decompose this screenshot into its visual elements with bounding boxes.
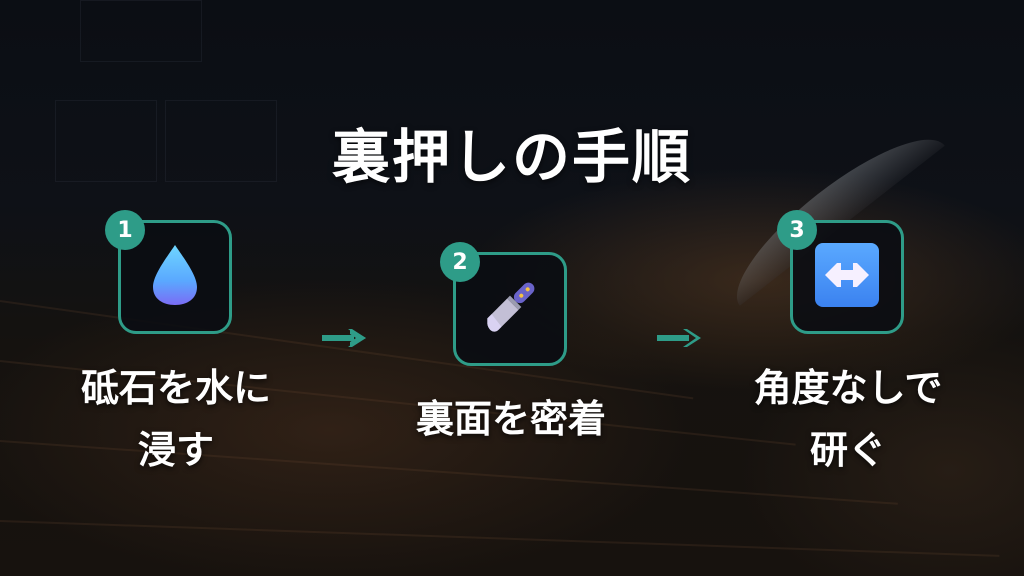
background-window bbox=[80, 0, 202, 62]
background-cabinet bbox=[165, 100, 277, 182]
step-number-badge-1: 1 bbox=[105, 210, 145, 250]
water-drop-icon bbox=[149, 243, 201, 311]
step-label-1-line1: 砥石を水に bbox=[80, 366, 271, 410]
step-label-2: 裏面を密着 bbox=[381, 388, 641, 450]
step-label-3: 角度なしで 研ぐ bbox=[718, 357, 978, 481]
step-card-1 bbox=[118, 220, 232, 334]
right-arrow-icon bbox=[657, 329, 701, 347]
right-arrow-icon bbox=[322, 329, 366, 347]
step-label-1: 砥石を水に 浸す bbox=[46, 357, 306, 481]
step-label-2-line1: 裏面を密着 bbox=[415, 397, 606, 441]
background-cabinet bbox=[55, 100, 157, 182]
page-title: 裏押しの手順 bbox=[331, 123, 692, 191]
step-label-1-line2: 浸す bbox=[137, 428, 214, 472]
kitchen-knife-icon bbox=[478, 275, 542, 343]
step-label-3-line2: 研ぐ bbox=[809, 428, 886, 472]
background-plank bbox=[0, 520, 1000, 557]
left-right-arrow-icon bbox=[815, 243, 879, 311]
step-number-badge-3: 3 bbox=[777, 210, 817, 250]
step-number-badge-2: 2 bbox=[440, 242, 480, 282]
step-label-3-line1: 角度なしで bbox=[753, 366, 943, 410]
